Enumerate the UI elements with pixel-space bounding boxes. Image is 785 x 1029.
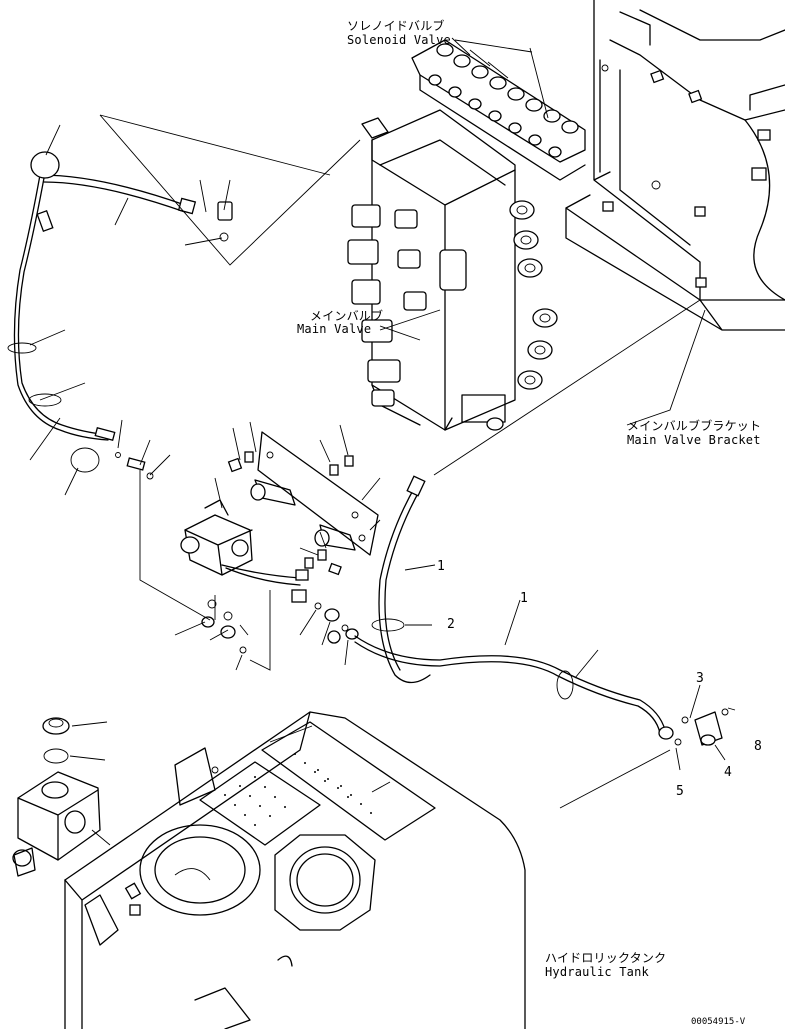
hydraulic-tank (64, 711, 526, 1029)
solenoid-valve-label-en: Solenoid Valve (347, 33, 451, 47)
main-valve-label-jp: メインバルブ (310, 309, 384, 323)
hydraulic-tank-label-jp: ハイドロリックタンク (545, 951, 667, 965)
main-valve-bracket-label-jp: メインバルブブラケット (627, 419, 762, 433)
leader-lines (29, 39, 736, 846)
callout-8: 8 (754, 739, 762, 754)
callout-5: 5 (676, 784, 684, 799)
callout-3: 3 (696, 671, 704, 686)
solenoid-valve-label-jp: ソレノイドバルブ (347, 19, 445, 33)
callout-2: 2 (447, 617, 455, 632)
hose (354, 475, 729, 746)
fitting-block (12, 717, 101, 877)
main-valve-bracket-label-en: Main Valve Bracket (627, 433, 761, 447)
main-valve-bracket (565, 0, 785, 331)
hydraulic-tank-label-en: Hydraulic Tank (545, 965, 649, 979)
wire-harness (7, 151, 233, 480)
main-valve (347, 109, 558, 431)
drawing-code: 00054915-V (691, 1017, 746, 1027)
callout-4: 4 (724, 765, 732, 780)
callout-1: 1 (437, 559, 445, 574)
callout-1b: 1 (520, 591, 528, 606)
pressure-switch-block (180, 499, 359, 654)
main-valve-label-en: Main Valve (297, 322, 372, 336)
solenoid-valve (411, 37, 586, 181)
